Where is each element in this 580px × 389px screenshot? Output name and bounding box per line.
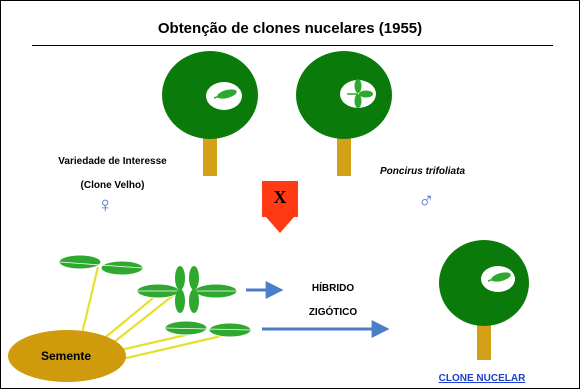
trifoliate-cluster	[175, 266, 199, 313]
title-divider	[32, 45, 553, 46]
hybrid-label-line1: HÍBRIDO	[311, 283, 355, 294]
cross-label: X	[273, 187, 287, 207]
female-symbol-icon: ♀	[97, 192, 114, 217]
variety-label-line1: Variedade de Interesse	[58, 156, 167, 167]
trifoliate-leaf-icon	[347, 79, 373, 108]
hybrid-label-line2: ZIGÓTICO	[308, 307, 358, 318]
seed-label: Semente	[40, 349, 92, 363]
tree-poncirus	[296, 51, 392, 176]
cross-marker	[262, 181, 298, 233]
poncirus-label: Poncirus trifoliata	[380, 166, 466, 177]
seed-shape	[8, 330, 126, 382]
clone-leaf-icon	[491, 272, 511, 282]
seed-connections	[76, 266, 231, 362]
cross-box	[262, 181, 298, 217]
simple-leaf-icon	[217, 89, 237, 99]
tree-nucellar-clone	[439, 240, 529, 360]
hybrid-label: HÍBRIDO ZIGÓTICO	[288, 277, 378, 325]
male-symbol-icon: ♂	[418, 188, 435, 213]
nucellar-clone-link[interactable]: CLONE NUCELAR	[438, 373, 526, 384]
tree-variety	[162, 51, 258, 176]
leaf-pair-middle	[136, 283, 238, 299]
variety-label-line2: (Clone Velho)	[80, 180, 145, 191]
variety-label: Variedade de Interesse (Clone Velho)	[40, 150, 185, 198]
slide-title: Obtenção de clones nucelares (1955)	[157, 20, 423, 37]
cross-down-arrow	[266, 217, 294, 233]
leaf-pair-bottom	[164, 320, 252, 338]
leaf-pair-top	[58, 254, 144, 276]
